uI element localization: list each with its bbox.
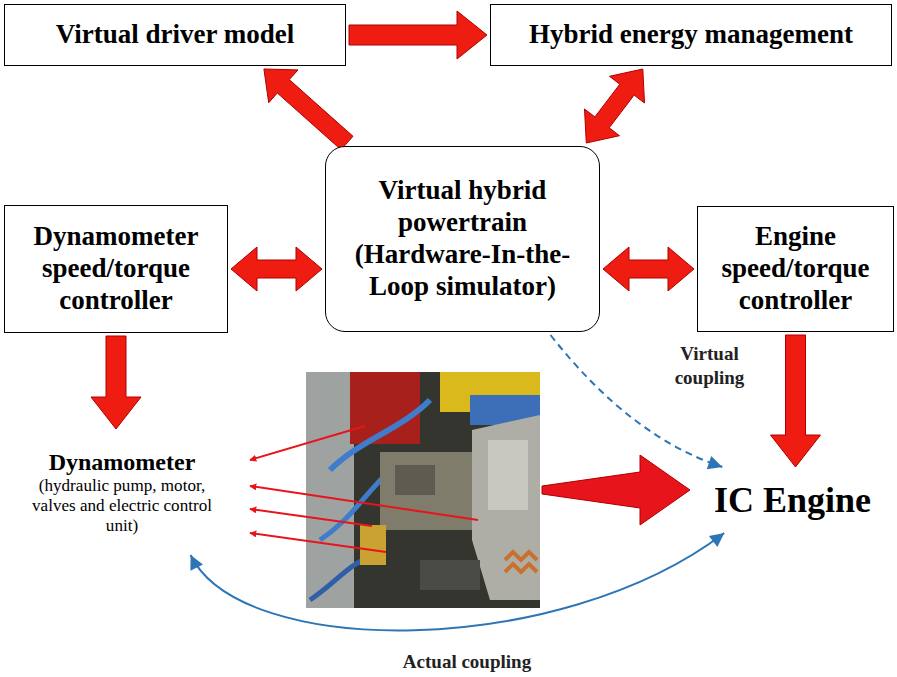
edge-label: Virtual coupling [655,342,764,390]
node-body: (hydraulic pump, motor, valves and elect… [28,476,216,536]
leader-line [250,426,365,460]
mount [420,560,480,590]
block-arrow [585,69,645,143]
block-arrow [231,247,322,291]
hardware-label: Dynamometer(hydraulic pump, motor, valve… [24,432,220,552]
arrowhead [709,533,724,547]
spring-coil [505,552,537,560]
test-bench-photo [306,372,540,608]
node-title: Engine speed/torque controller [708,221,883,317]
coupling-connector [190,533,724,630]
block-arrow [91,336,141,429]
node-title: Virtual driver model [56,19,294,51]
controller-box: Engine speed/torque controller [697,206,894,332]
process-box: Hybrid energy management [490,4,892,66]
block-arrow [603,247,694,291]
spring-coil [505,564,537,572]
block-arrow [264,69,353,150]
node-title: Dynamometer [49,448,196,476]
edge-label: Actual coupling [350,650,584,674]
engine-cover [488,440,528,510]
hydraulic-block [380,452,472,530]
photo-ground [306,372,540,608]
node-title: Dynamometer speed/torque controller [15,221,217,317]
leader-line [250,509,372,526]
valve-block [395,465,435,495]
controller-box: Dynamometer speed/torque controller [4,205,228,333]
block-arrow [349,11,487,59]
curved-connector [191,533,725,630]
leader-line [250,533,386,552]
engine-pointer-arrow [542,455,690,525]
simulator-box: Virtual hybrid powertrain (Hardware-In-t… [325,146,600,332]
engine-block [472,415,540,600]
arrowhead [190,555,203,571]
arrowhead [707,456,723,469]
node-title: IC Engine [714,479,871,521]
valve-fitting [360,525,386,565]
engine-label: IC Engine [695,470,890,530]
leader-line [250,486,478,520]
process-box: Virtual driver model [4,4,346,66]
node-title: Hybrid energy management [529,19,853,51]
block-arrow [771,335,821,467]
node-title: Virtual hybrid powertrain (Hardware-In-t… [336,175,589,302]
